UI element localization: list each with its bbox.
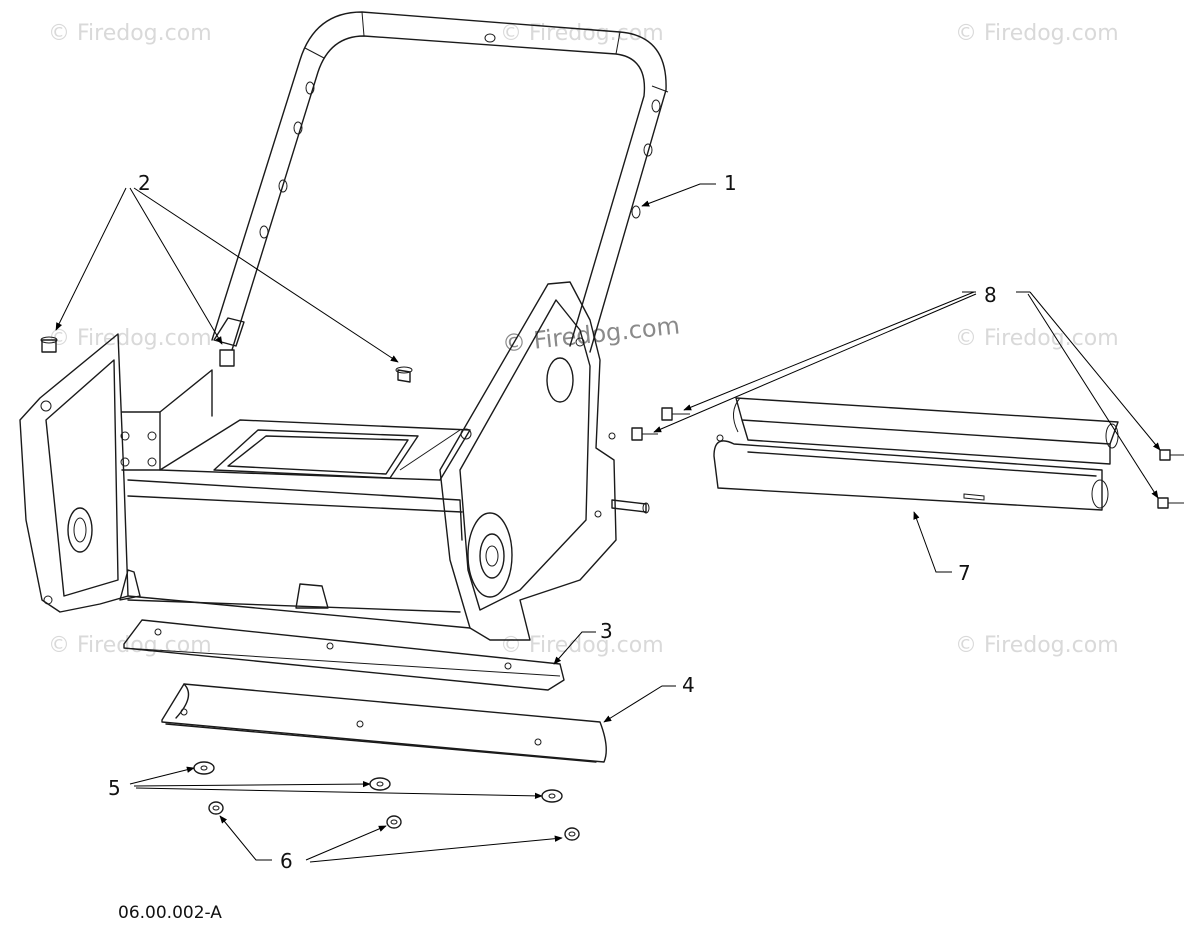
part-8-bolts	[631, 407, 1184, 509]
leader-6b	[305, 825, 387, 861]
leader-4	[603, 685, 676, 723]
callout-4: 4	[682, 673, 695, 697]
callout-7: 7	[958, 561, 971, 585]
part-5-washers	[193, 761, 563, 803]
callout-6: 6	[280, 849, 293, 873]
leader-8d	[1027, 293, 1159, 499]
leader-lines	[55, 183, 1161, 863]
leader-8a	[683, 291, 975, 411]
watermark-top-right: © Firedog.com	[955, 21, 1119, 46]
part-6-nuts	[208, 801, 580, 841]
leader-8c	[1029, 291, 1161, 451]
watermark-mid-right: © Firedog.com	[955, 326, 1119, 351]
leader-6c	[309, 835, 563, 863]
part-4-shroud	[161, 683, 607, 763]
watermark-low-center: © Firedog.com	[500, 633, 664, 658]
drawing-code: 06.00.002-A	[118, 903, 222, 923]
leader-2c	[133, 187, 399, 363]
watermark-low-right: © Firedog.com	[955, 633, 1119, 658]
leader-5c	[135, 787, 543, 800]
watermark-top-left: © Firedog.com	[48, 21, 212, 46]
leader-1	[641, 183, 716, 207]
watermark-mid-left: © Firedog.com	[48, 326, 212, 351]
leader-6a	[219, 815, 272, 861]
leader-2a	[55, 187, 127, 331]
leader-5b	[133, 780, 371, 788]
callout-1: 1	[724, 171, 737, 195]
part-3-strip	[123, 619, 565, 691]
part-7-plate	[713, 397, 1119, 511]
leader-8b	[653, 293, 977, 433]
part-2-pins	[40, 336, 413, 383]
callout-5: 5	[108, 776, 121, 800]
callout-2: 2	[138, 171, 151, 195]
part-1-handle	[211, 11, 669, 353]
leader-7	[913, 511, 952, 573]
callout-3: 3	[600, 619, 613, 643]
leader-2b	[129, 187, 223, 345]
watermarks: © Firedog.com © Firedog.com © Firedog.co…	[48, 21, 1119, 658]
leader-3	[553, 631, 596, 665]
callout-8: 8	[984, 283, 997, 307]
leader-5a	[129, 766, 195, 785]
main-housing	[19, 281, 650, 641]
callouts: 1 2 3 4 5 6 7 8	[108, 171, 997, 873]
